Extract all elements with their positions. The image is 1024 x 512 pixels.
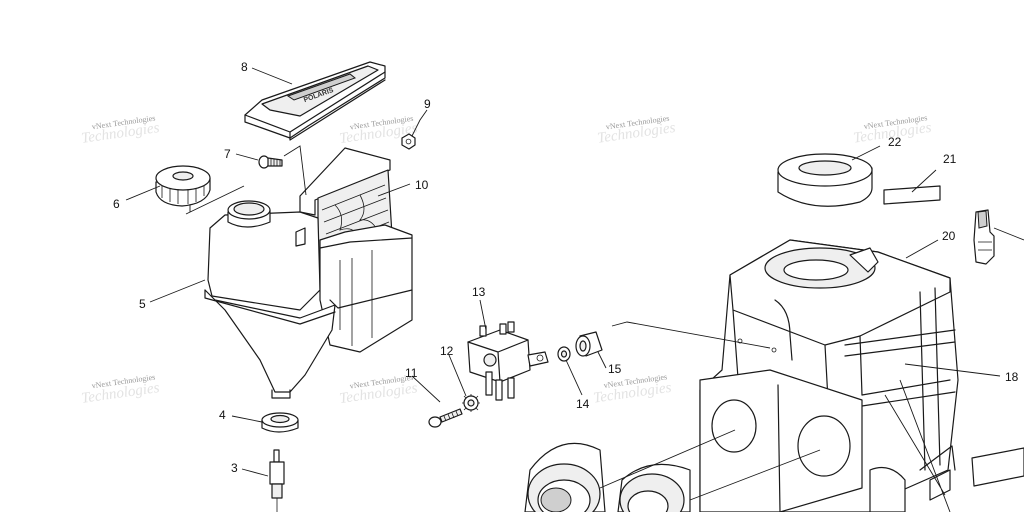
part-label-18: 18: [1005, 370, 1019, 384]
part-label-8: 8: [241, 60, 248, 74]
part-5-oil-tank: [204, 200, 413, 399]
part-label-4: 4: [219, 408, 226, 422]
part-9-nut: [401, 133, 416, 150]
part-number-labels: 8 9 7 6 10 5 4 3 11 12 13 14 15 22 21 20…: [113, 60, 1019, 475]
part-18-label-plate: [971, 447, 1024, 487]
watermark-1: Technologies vNext Technologies: [80, 113, 160, 146]
part-3-fitting: [269, 449, 285, 512]
part-14-washer: [557, 346, 571, 362]
part-21-decal: [883, 185, 941, 205]
watermark-5: Technologies vNext Technologies: [80, 372, 160, 406]
part-label-6: 6: [113, 197, 120, 211]
watermark-3: Technologies vNext Technologies: [596, 114, 676, 147]
intake-boot-right: [617, 463, 691, 512]
part-11-bolt: [428, 408, 463, 428]
part-20-airbox: [699, 239, 959, 512]
part-22-foam-ring: [777, 153, 873, 207]
part-8-tank-cover: POLARIS: [244, 61, 386, 141]
part-7-screw: [258, 155, 283, 169]
part-label-15: 15: [608, 362, 622, 376]
part-label-11: 11: [405, 366, 418, 380]
part-4-grommet: [261, 412, 299, 433]
watermark-7: Technologies vNext Technologies: [592, 372, 672, 406]
part-6-filler-cap: [155, 165, 211, 207]
part-label-22: 22: [888, 135, 902, 149]
part-label-10: 10: [415, 178, 429, 192]
part-label-5: 5: [139, 297, 146, 311]
part-label-21: 21: [943, 152, 957, 166]
part-label-13: 13: [472, 285, 486, 299]
intake-boot-left: [524, 442, 606, 512]
part-15-bushing: [575, 331, 603, 357]
part-label-12: 12: [440, 344, 454, 358]
part-label-20: 20: [942, 229, 956, 243]
part-label-3: 3: [231, 461, 238, 475]
part-13-oil-pump: [467, 321, 549, 401]
part-label-7: 7: [224, 147, 231, 161]
part-label-14: 14: [576, 397, 590, 411]
part-12-star-washer: [462, 394, 480, 412]
part-clip: [973, 209, 995, 265]
leader-lines: [125, 67, 1024, 512]
part-label-9: 9: [424, 97, 431, 111]
